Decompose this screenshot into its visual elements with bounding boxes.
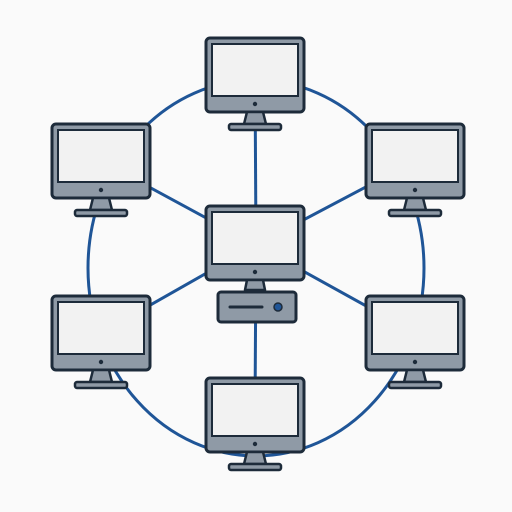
monitor-neck: [402, 196, 428, 212]
monitor-foot: [387, 380, 443, 390]
center-monitor-screen: [211, 211, 299, 265]
power-led: [98, 359, 104, 365]
power-led: [252, 441, 258, 447]
node-bottom-left-desktop-monitor-icon: [50, 294, 152, 390]
power-led: [98, 187, 104, 193]
monitor-screen: [211, 43, 299, 97]
monitor-foot: [73, 380, 129, 390]
nodes: [50, 36, 466, 472]
monitor-neck: [242, 110, 268, 126]
monitor-screen: [57, 129, 145, 183]
monitor-foot: [387, 208, 443, 218]
monitor-screen: [371, 301, 459, 355]
monitor-foot: [227, 122, 283, 132]
tower-power-button: [273, 302, 283, 312]
node-bottom-right-desktop-monitor-icon: [364, 294, 466, 390]
monitor-neck: [242, 450, 268, 466]
monitor-neck: [402, 368, 428, 384]
node-top-right-desktop-monitor-icon: [364, 122, 466, 218]
power-led: [252, 269, 258, 275]
node-top-desktop-monitor-icon: [204, 36, 306, 132]
center-monitor-neck: [243, 278, 267, 292]
monitor-foot: [73, 208, 129, 218]
node-top-left-desktop-monitor-icon: [50, 122, 152, 218]
node-server: [204, 204, 306, 324]
monitor-screen: [211, 383, 299, 437]
server-tower-icon: [216, 290, 298, 324]
power-led: [252, 101, 258, 107]
monitor-screen: [371, 129, 459, 183]
monitor-screen: [57, 301, 145, 355]
monitor-neck: [88, 196, 114, 212]
monitor-foot: [227, 462, 283, 472]
power-led: [412, 187, 418, 193]
power-led: [412, 359, 418, 365]
monitor-neck: [88, 368, 114, 384]
node-bottom-desktop-monitor-icon: [204, 376, 306, 472]
